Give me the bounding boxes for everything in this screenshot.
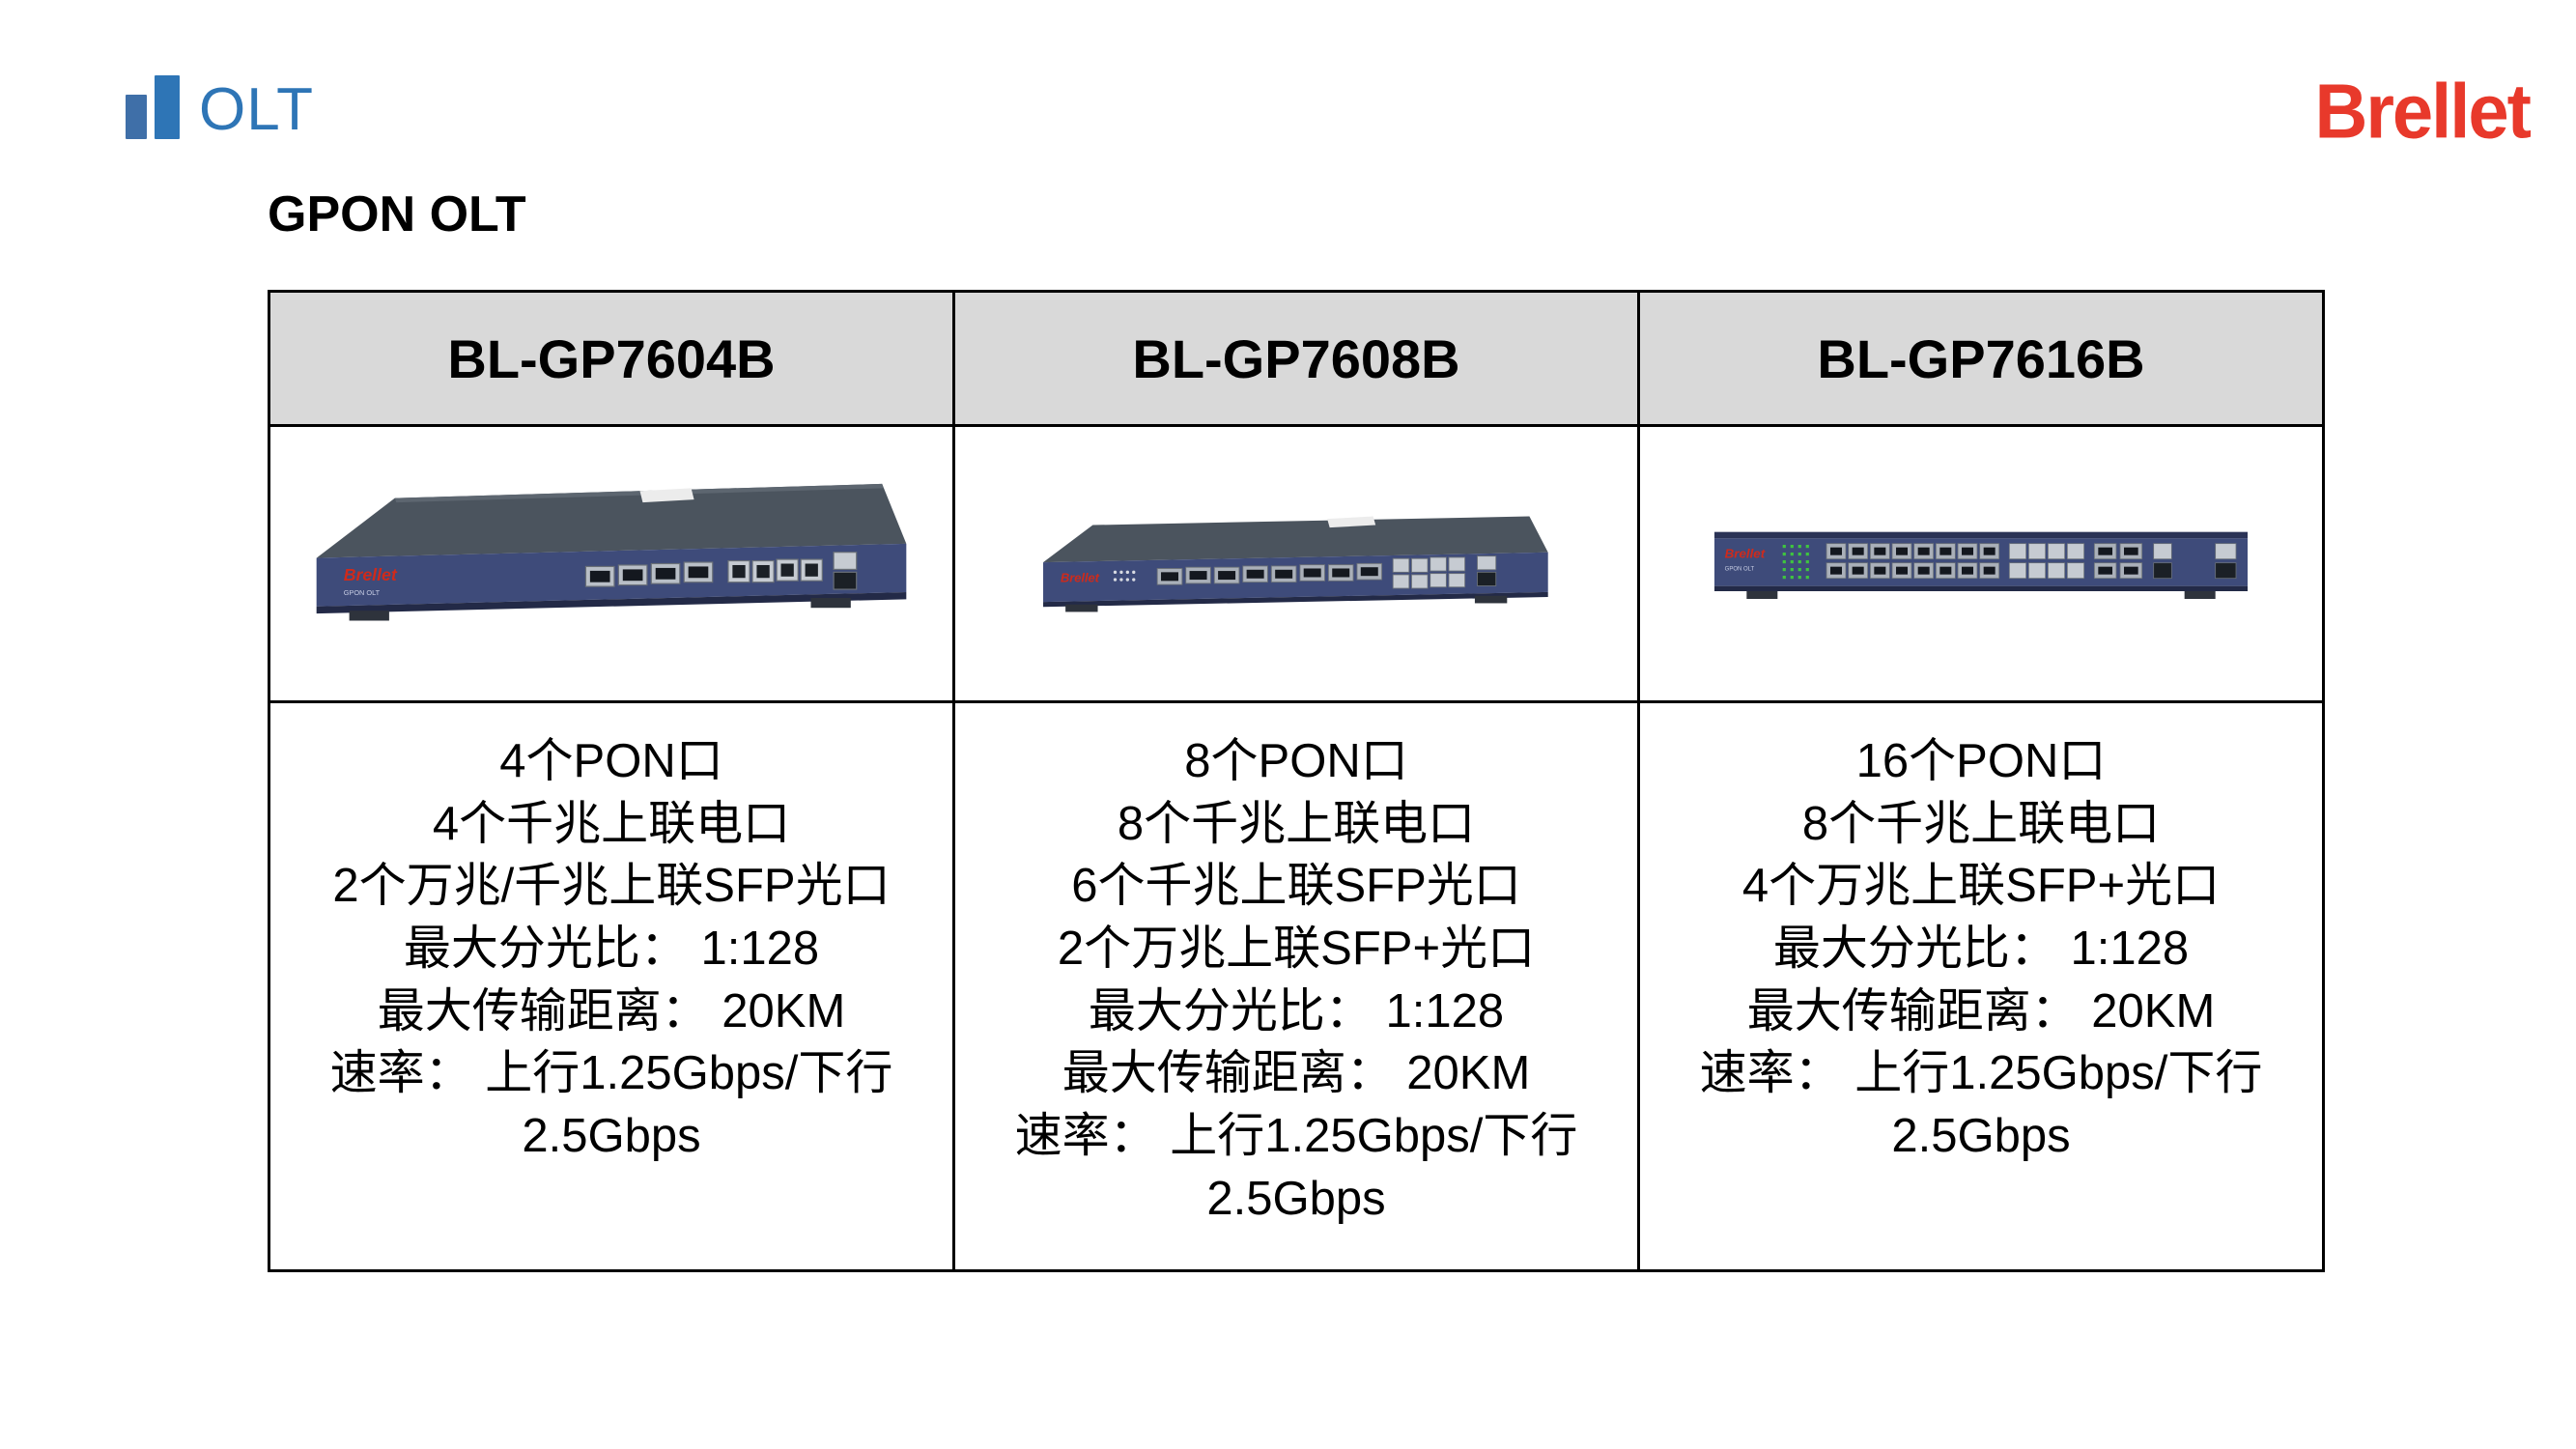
page-header: OLT Brellet — [126, 68, 2532, 156]
product-image-cell: Brellet GPON OLT — [1637, 424, 2325, 703]
product-image-bl-gp7608b: Brellet — [1043, 516, 1548, 611]
spec-list: 4个PON口 4个千兆上联电口 2个万兆/千兆上联SFP光口最大分光比： 1:128… — [294, 730, 929, 1168]
spec-line: 最大传输距离： 20KM — [1062, 1047, 1531, 1100]
product-image-cell: Brellet — [952, 424, 1640, 703]
brand-logo: Brellet — [2314, 68, 2532, 156]
svg-text:GPON OLT: GPON OLT — [1725, 566, 1755, 572]
product-comparison-table: BL-GP7604B BL-GP7608B BL-GP7616B Brel — [268, 290, 2325, 1272]
title-bar-icon — [126, 95, 147, 139]
spec-list: 16个PON口 8个千兆上联电口 4个万兆上联SFP+光口最大分光比： 1:128 最… — [1663, 730, 2299, 1168]
spec-list: 8个PON口 8个千兆上联电口 6个千兆上联SFP光口 2个万兆上联SFP+光口最大分… — [978, 730, 1614, 1230]
section-title-block: OLT — [126, 75, 314, 144]
svg-text:GPON OLT: GPON OLT — [344, 588, 381, 597]
model-header: BL-GP7608B — [952, 290, 1640, 427]
product-image-row: Brellet GPON OLT — [268, 424, 2325, 703]
product-image-bl-gp7604b: Brellet GPON OLT — [316, 483, 907, 621]
product-image-cell: Brellet GPON OLT — [268, 424, 955, 703]
page-subtitle: GPON OLT — [268, 186, 526, 242]
spec-line: 最大分光比： 1:128 — [403, 923, 820, 976]
spec-line: 8个千兆上联电口 — [1801, 797, 2161, 850]
svg-text:Brellet: Brellet — [344, 565, 398, 584]
spec-cell-bl-gp7616b: 16个PON口 8个千兆上联电口 4个万兆上联SFP+光口最大分光比： 1:128 最… — [1637, 700, 2325, 1272]
svg-text:Brellet: Brellet — [1725, 546, 1766, 560]
title-bar-icon — [155, 75, 180, 139]
spec-line: 最大分光比： 1:128 — [1088, 984, 1505, 1037]
product-image-bl-gp7616b: Brellet GPON OLT — [1714, 531, 2248, 599]
spec-line: 速率： 上行1.25Gbps/下行2.5Gbps — [1014, 1110, 1578, 1225]
spec-line: 最大分光比： 1:128 — [1772, 923, 2190, 976]
spec-line: 速率： 上行1.25Gbps/下行2.5Gbps — [1699, 1047, 2263, 1163]
spec-line: 4个PON口 — [499, 735, 723, 787]
spec-line: 2个万兆上联SFP+光口 — [1057, 923, 1536, 976]
section-title: OLT — [199, 76, 314, 144]
spec-line: 2个万兆/千兆上联SFP光口 — [332, 860, 891, 913]
spec-line: 6个千兆上联SFP光口 — [1071, 860, 1521, 913]
svg-text:Brellet: Brellet — [1061, 570, 1100, 584]
spec-line: 速率： 上行1.25Gbps/下行2.5Gbps — [329, 1047, 893, 1163]
spec-line: 4个千兆上联电口 — [432, 797, 791, 850]
spec-cell-bl-gp7608b: 8个PON口 8个千兆上联电口 6个千兆上联SFP光口 2个万兆上联SFP+光口最大分… — [952, 700, 1640, 1272]
spec-line: 16个PON口 — [1855, 735, 2107, 787]
spec-line: 8个千兆上联电口 — [1117, 797, 1476, 850]
spec-line: 最大传输距离： 20KM — [1746, 984, 2216, 1037]
spec-line: 4个万兆上联SFP+光口 — [1741, 860, 2221, 913]
spec-line: 最大传输距离： 20KM — [377, 984, 846, 1037]
model-header-row: BL-GP7604B BL-GP7608B BL-GP7616B — [268, 290, 2325, 427]
model-header: BL-GP7604B — [268, 290, 955, 427]
model-header: BL-GP7616B — [1637, 290, 2325, 427]
spec-line: 8个PON口 — [1184, 735, 1408, 787]
spec-cell-bl-gp7604b: 4个PON口 4个千兆上联电口 2个万兆/千兆上联SFP光口最大分光比： 1:128… — [268, 700, 955, 1272]
